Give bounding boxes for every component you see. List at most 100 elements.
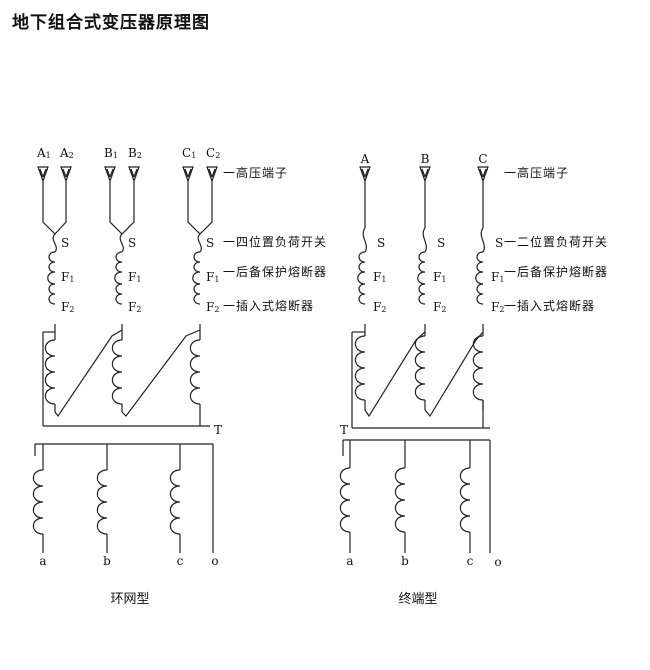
fuse1-label: F1 xyxy=(491,270,504,284)
switch-wire xyxy=(362,227,367,253)
fuse1-label: F1 xyxy=(128,270,141,284)
fuse1-annotation: 一后备保护熔断器 xyxy=(223,264,327,279)
output-label: a xyxy=(39,554,46,568)
fuse2-annotation: 一插入式熔断器 xyxy=(504,298,595,313)
switch-wire xyxy=(119,233,124,253)
switch-annotation: 一四位置负荷开关 xyxy=(223,234,327,249)
fuse1-annotation: 一后备保护熔断器 xyxy=(504,264,608,279)
fuse1-coil xyxy=(193,251,201,273)
fuse1-coil xyxy=(115,251,123,273)
terminal-label: A1 xyxy=(36,146,51,160)
output-label: c xyxy=(177,554,184,568)
delta-link xyxy=(424,331,484,418)
terminal-label: A2 xyxy=(59,146,74,160)
fuse1-label: F1 xyxy=(373,270,386,284)
switch-label: S xyxy=(61,236,69,250)
output-label: c xyxy=(467,554,474,568)
switch-label: S xyxy=(377,236,385,250)
terminal-bushing-icon xyxy=(104,166,116,183)
terminal-bushing-icon xyxy=(419,166,431,183)
delta-link xyxy=(364,331,426,418)
fuse-link xyxy=(475,271,484,285)
feeder-wire xyxy=(109,181,135,235)
terminal-label: C xyxy=(478,152,487,166)
fuse2-coil xyxy=(476,283,484,305)
terminal-label: C1 xyxy=(182,146,196,160)
diagram-caption: 环网型 xyxy=(110,592,149,607)
page-title: 地下组合式变压器原理图 xyxy=(12,13,210,33)
fuse2-annotation: 一插入式熔断器 xyxy=(223,298,314,313)
switch-label: S xyxy=(437,236,445,250)
switch-wire xyxy=(197,233,202,253)
terminal-bushing-icon xyxy=(128,166,140,183)
fuse-link xyxy=(47,271,56,285)
terminal-label: C2 xyxy=(206,146,220,160)
fuse2-label: F2 xyxy=(373,300,386,314)
switch-label: S xyxy=(206,236,214,250)
fuse1-coil xyxy=(418,251,426,273)
primary-winding-coil xyxy=(472,335,484,401)
output-label: o xyxy=(211,554,218,568)
fuse1-coil xyxy=(48,251,56,273)
fuse2-coil xyxy=(418,283,426,305)
delta-link xyxy=(121,329,201,417)
terminal-annotation: 一高压端子 xyxy=(223,165,288,180)
output-label: o xyxy=(494,555,501,569)
secondary-winding-coil xyxy=(459,467,471,533)
secondary-winding-coil xyxy=(32,469,44,535)
fuse1-label: F1 xyxy=(61,270,74,284)
diagram-caption: 终端型 xyxy=(398,591,437,607)
fuse2-label: F2 xyxy=(491,300,504,314)
switch-label: S xyxy=(495,236,503,250)
fuse2-label: F2 xyxy=(128,300,141,314)
fuse-link xyxy=(417,271,426,285)
primary-winding-coil xyxy=(111,339,123,405)
switch-wire xyxy=(52,233,57,253)
primary-winding-coil xyxy=(189,339,201,405)
primary-winding-coil xyxy=(44,339,56,405)
switch-wire xyxy=(422,227,427,253)
fuse2-coil xyxy=(193,283,201,305)
fuse2-coil xyxy=(48,283,56,305)
fuse2-label: F2 xyxy=(433,300,446,314)
fuse1-label: F1 xyxy=(433,270,446,284)
fuse-link xyxy=(192,271,201,285)
fuse1-coil xyxy=(358,251,366,273)
fuse2-label: F2 xyxy=(61,300,74,314)
terminal-bushing-icon xyxy=(206,166,218,183)
terminal-bushing-icon xyxy=(60,166,72,183)
switch-label: S xyxy=(128,236,136,250)
fuse1-coil xyxy=(476,251,484,273)
fuse2-coil xyxy=(115,283,123,305)
secondary-winding-coil xyxy=(96,469,108,535)
secondary-winding-coil xyxy=(339,467,351,533)
delta-link xyxy=(54,329,123,418)
terminal-bushing-icon xyxy=(477,166,489,183)
terminal-bushing-icon xyxy=(37,166,49,183)
transformer-label: T xyxy=(340,423,348,437)
terminal-bushing-icon xyxy=(182,166,194,183)
secondary-winding-coil xyxy=(394,467,406,533)
switch-wire xyxy=(480,227,485,253)
fuse1-label: F1 xyxy=(206,270,219,284)
fuse-link xyxy=(114,271,123,285)
feeder-wire xyxy=(187,181,213,235)
primary-winding-coil xyxy=(354,335,366,401)
output-label: a xyxy=(346,554,353,568)
terminal-bushing-icon xyxy=(359,166,371,183)
secondary-winding-coil xyxy=(169,469,181,535)
switch-annotation: 一二位置负荷开关 xyxy=(504,234,608,249)
transformer-label: T xyxy=(214,423,222,437)
primary-winding-coil xyxy=(414,335,426,401)
fuse2-label: F2 xyxy=(206,300,219,314)
feeder-wire xyxy=(42,181,67,235)
fuse2-coil xyxy=(358,283,366,305)
terminal-label: A xyxy=(360,152,370,166)
fuse-link xyxy=(357,271,366,285)
terminal-label: B2 xyxy=(128,146,142,160)
output-label: b xyxy=(103,554,111,568)
terminal-annotation: 一高压端子 xyxy=(504,165,569,180)
terminal-label: B xyxy=(421,152,430,166)
terminal-label: B1 xyxy=(104,146,118,160)
